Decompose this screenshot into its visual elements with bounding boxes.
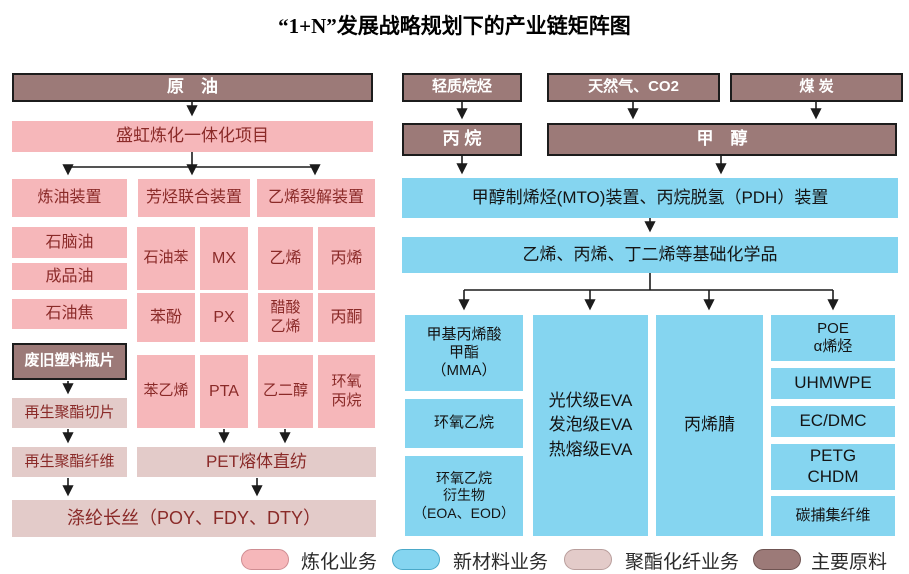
box-ethylene-cracking-unit: 乙烯裂解装置: [257, 179, 375, 217]
box-ethylene: 乙烯: [258, 227, 313, 290]
box-ec-dmc: EC/DMC: [771, 406, 895, 437]
legend-swatch-polyester: [564, 549, 612, 570]
box-aromatics-unit: 芳烃联合装置: [138, 179, 250, 217]
box-styrene: 苯乙烯: [137, 355, 195, 428]
box-petg-chdm: PETG CHDM: [771, 444, 895, 490]
box-poe-alpha-olefin: POE α烯烃: [771, 315, 895, 361]
box-acrylonitrile: 丙烯腈: [656, 315, 763, 536]
box-eo-derivatives: 环氧乙烷 衍生物 （EOA、EOD）: [405, 456, 523, 536]
legend-swatch-refining: [241, 549, 289, 570]
box-coal: 煤 炭: [730, 73, 903, 102]
box-uhmwpe: UHMWPE: [771, 368, 895, 399]
legend-swatch-raw-material: [753, 549, 801, 570]
legend-swatch-new-material: [392, 549, 440, 570]
box-mto-pdh-units: 甲醇制烯烃(MTO)装置、丙烷脱氢（PDH）装置: [402, 178, 898, 218]
box-px: PX: [200, 293, 248, 342]
legend-label-raw-material: 主要原料: [811, 552, 888, 573]
box-basic-chemicals: 乙烯、丙烯、丁二烯等基础化学品: [402, 237, 898, 273]
box-naphtha: 石脑油: [12, 227, 127, 258]
box-carbon-capture-fiber: 碳捕集纤维: [771, 496, 895, 536]
box-light-alkane: 轻质烷烃: [402, 73, 522, 102]
box-propane: 丙 烷: [402, 123, 522, 156]
box-natural-gas-co2: 天然气、CO2: [547, 73, 720, 102]
box-refined-oil: 成品油: [12, 263, 127, 290]
legend-label-refining: 炼化业务: [301, 552, 378, 573]
box-crude-oil: 原 油: [12, 73, 373, 102]
box-propylene: 丙烯: [318, 227, 375, 290]
box-pta: PTA: [200, 355, 248, 428]
box-mx: MX: [200, 227, 248, 290]
box-propylene-oxide: 环氧 丙烷: [318, 355, 375, 428]
box-eva-grades: 光伏级EVA 发泡级EVA 热熔级EVA: [533, 315, 648, 536]
box-recycled-polyester-chip: 再生聚酯切片: [12, 398, 127, 428]
box-petroleum-coke: 石油焦: [12, 299, 127, 329]
box-phenol: 苯酚: [137, 293, 195, 342]
legend-label-polyester: 聚酯化纤业务: [625, 552, 740, 573]
legend-label-new-material: 新材料业务: [453, 552, 549, 573]
box-refining-unit: 炼油装置: [12, 179, 127, 217]
box-meg: 乙二醇: [258, 355, 313, 428]
box-shenghong-project: 盛虹炼化一体化项目: [12, 121, 373, 152]
box-vinyl-acetate: 醋酸 乙烯: [258, 293, 313, 342]
box-pet-melt-spinning: PET熔体直纺: [137, 447, 376, 477]
box-ethylene-oxide: 环氧乙烷: [405, 399, 523, 448]
box-acetone: 丙酮: [318, 293, 375, 342]
box-recycled-polyester-fiber: 再生聚酯纤维: [12, 447, 127, 477]
box-methanol: 甲 醇: [547, 123, 897, 156]
box-polyester-filament: 涤纶长丝（POY、FDY、DTY）: [12, 500, 376, 537]
box-petroleum-benzene: 石油苯: [137, 227, 195, 290]
box-mma: 甲基丙烯酸 甲酯 （MMA）: [405, 315, 523, 391]
diagram-title: “1+N”发展战略规划下的产业链矩阵图: [278, 14, 631, 38]
box-waste-plastic-bottle: 废旧塑料瓶片: [12, 343, 127, 380]
